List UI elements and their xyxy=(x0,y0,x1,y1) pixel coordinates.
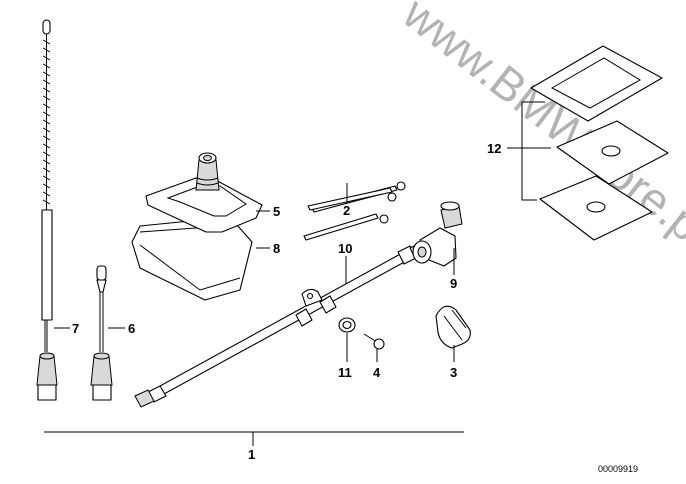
callout-3: 3 xyxy=(450,365,457,380)
part-8-base-pad xyxy=(131,216,253,301)
part-9-angle-connector xyxy=(412,201,463,267)
callout-8: 8 xyxy=(273,241,280,256)
callout-2: 2 xyxy=(343,203,350,218)
part-5-rubber-boot xyxy=(145,152,263,233)
callout-5: 5 xyxy=(273,204,280,219)
callout-6: 6 xyxy=(128,321,135,336)
callout-1: 1 xyxy=(248,447,255,462)
part-11-washer xyxy=(338,317,356,333)
callout-4: 4 xyxy=(373,365,381,380)
watermark-text: www.BMWstore.pl xyxy=(393,0,686,258)
part-4-screw xyxy=(363,333,385,350)
part-2-cable-ties xyxy=(303,181,406,241)
leader-lines xyxy=(44,101,551,446)
callout-11: 11 xyxy=(338,365,352,380)
part-10-antenna-cable xyxy=(134,243,422,408)
callout-12: 12 xyxy=(487,141,501,156)
part-3-clip xyxy=(435,305,471,349)
callout-7: 7 xyxy=(72,321,79,336)
callout-9: 9 xyxy=(450,276,457,291)
diagram-reference-number: 00009919 xyxy=(598,464,638,474)
part-12-adhesive-pads xyxy=(530,45,669,241)
part-7-long-antenna xyxy=(36,19,58,401)
callout-10: 10 xyxy=(338,241,352,256)
part-6-short-antenna xyxy=(90,265,113,401)
